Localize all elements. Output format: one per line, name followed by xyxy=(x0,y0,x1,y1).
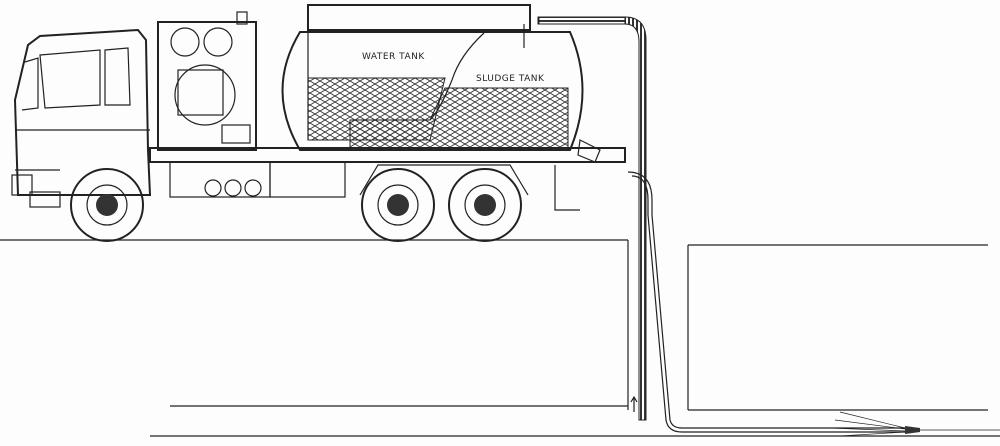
suction-hose xyxy=(537,16,647,421)
ground-and-manhole xyxy=(0,239,1000,437)
jetting-hose xyxy=(627,171,1000,437)
nozzle-icon xyxy=(905,426,920,434)
rear-wheel-2 xyxy=(448,168,522,242)
pump-housing xyxy=(157,11,257,151)
chassis xyxy=(149,147,626,211)
truck: WATER TANK SLUDGE TANK xyxy=(11,4,626,242)
tank: WATER TANK SLUDGE TANK xyxy=(281,4,601,163)
water-tank-label: WATER TANK xyxy=(362,52,425,62)
sludge-tank-label: SLUDGE TANK xyxy=(476,74,545,84)
rear-wheel-1 xyxy=(361,168,435,242)
truck-cab xyxy=(11,28,152,208)
front-wheel xyxy=(70,168,144,242)
